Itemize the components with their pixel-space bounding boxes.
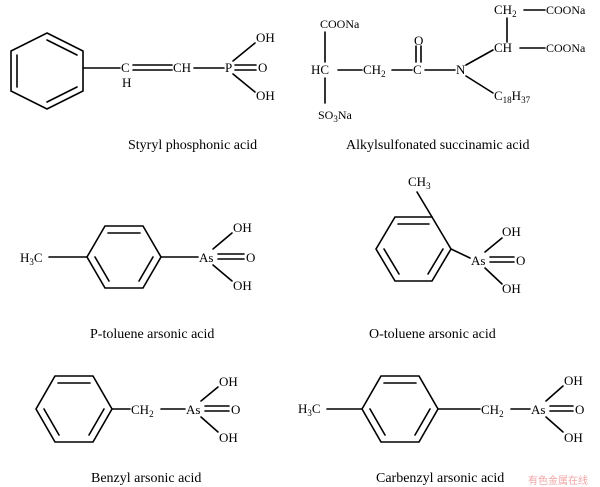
watermark: 有色金属在线: [528, 474, 588, 487]
atom-o: O: [246, 250, 255, 265]
atom-h3c: H3C: [20, 250, 43, 267]
atom-o: O: [414, 33, 423, 48]
caption-carbenzyl: Carbenzyl arsonic acid: [376, 471, 504, 486]
atom-o: O: [258, 60, 267, 75]
caption-otoluene: O-toluene arsonic acid: [369, 327, 496, 342]
atom-p: P: [225, 60, 232, 75]
styryl-phosphonic-structure: C H CH P OH O OH: [10, 30, 275, 110]
atom-n: N: [456, 62, 466, 77]
atom-oh: OH: [219, 374, 238, 389]
atom-oh: OH: [564, 430, 583, 445]
atom-o: O: [575, 402, 584, 417]
atom-oh: OH: [502, 224, 521, 239]
benzene-ring: [375, 216, 452, 282]
atom-oh: OH: [502, 281, 521, 296]
atom-ch2: CH2: [494, 2, 517, 19]
benzene-ring: [35, 375, 113, 443]
alkylsulfonated-structure: COONa HC SO3Na CH2 C O N CH CH2 COONa CO…: [311, 2, 586, 124]
atom-as: As: [186, 402, 200, 417]
ptoluene-arsonic-structure: H3C As OH O OH: [20, 220, 255, 293]
atom-as: As: [471, 253, 485, 268]
carbenzyl-arsonic-structure: H3C CH2 As OH O OH: [298, 373, 584, 445]
atom-coona: COONa: [546, 41, 586, 55]
atom-ch2: CH2: [131, 402, 154, 419]
atom-oh: OH: [233, 220, 252, 235]
atom-as: As: [199, 250, 213, 265]
atom-oh: OH: [256, 88, 275, 103]
atom-coona: COONa: [320, 17, 360, 31]
atom-h3c: H3C: [298, 401, 321, 418]
atom-oh: OH: [256, 30, 275, 45]
benzene-ring: [86, 225, 162, 289]
caption-alkyl: Alkylsulfonated succinamic acid: [346, 138, 530, 153]
atom-o: O: [516, 253, 525, 268]
atom-o: O: [231, 402, 240, 417]
atom-c18h37: C18H37: [494, 88, 531, 105]
atom-ch: CH: [494, 40, 512, 55]
caption-styryl: Styryl phosphonic acid: [128, 138, 257, 153]
atom-oh: OH: [564, 373, 583, 388]
caption-ptoluene: P-toluene arsonic acid: [90, 327, 214, 342]
atom-h: H: [122, 75, 131, 90]
atom-ch2: CH2: [363, 62, 386, 79]
atom-hc: HC: [311, 62, 329, 77]
benzyl-arsonic-structure: CH2 As OH O OH: [35, 374, 240, 445]
atom-oh: OH: [233, 278, 252, 293]
atom-as: As: [531, 402, 545, 417]
benzene-ring: [361, 375, 439, 443]
atom-coona: COONa: [546, 3, 586, 17]
atom-ch: CH: [173, 60, 191, 75]
atom-so3na: SO3Na: [318, 108, 353, 124]
atom-c: C: [121, 60, 130, 75]
caption-benzyl: Benzyl arsonic acid: [91, 471, 201, 486]
atom-c: C: [413, 62, 422, 77]
otoluene-arsonic-structure: CH3 As OH O OH: [375, 174, 525, 296]
benzene-ring: [10, 32, 84, 110]
atom-oh: OH: [219, 430, 238, 445]
atom-ch3: CH3: [408, 174, 431, 191]
atom-ch2: CH2: [481, 402, 504, 419]
